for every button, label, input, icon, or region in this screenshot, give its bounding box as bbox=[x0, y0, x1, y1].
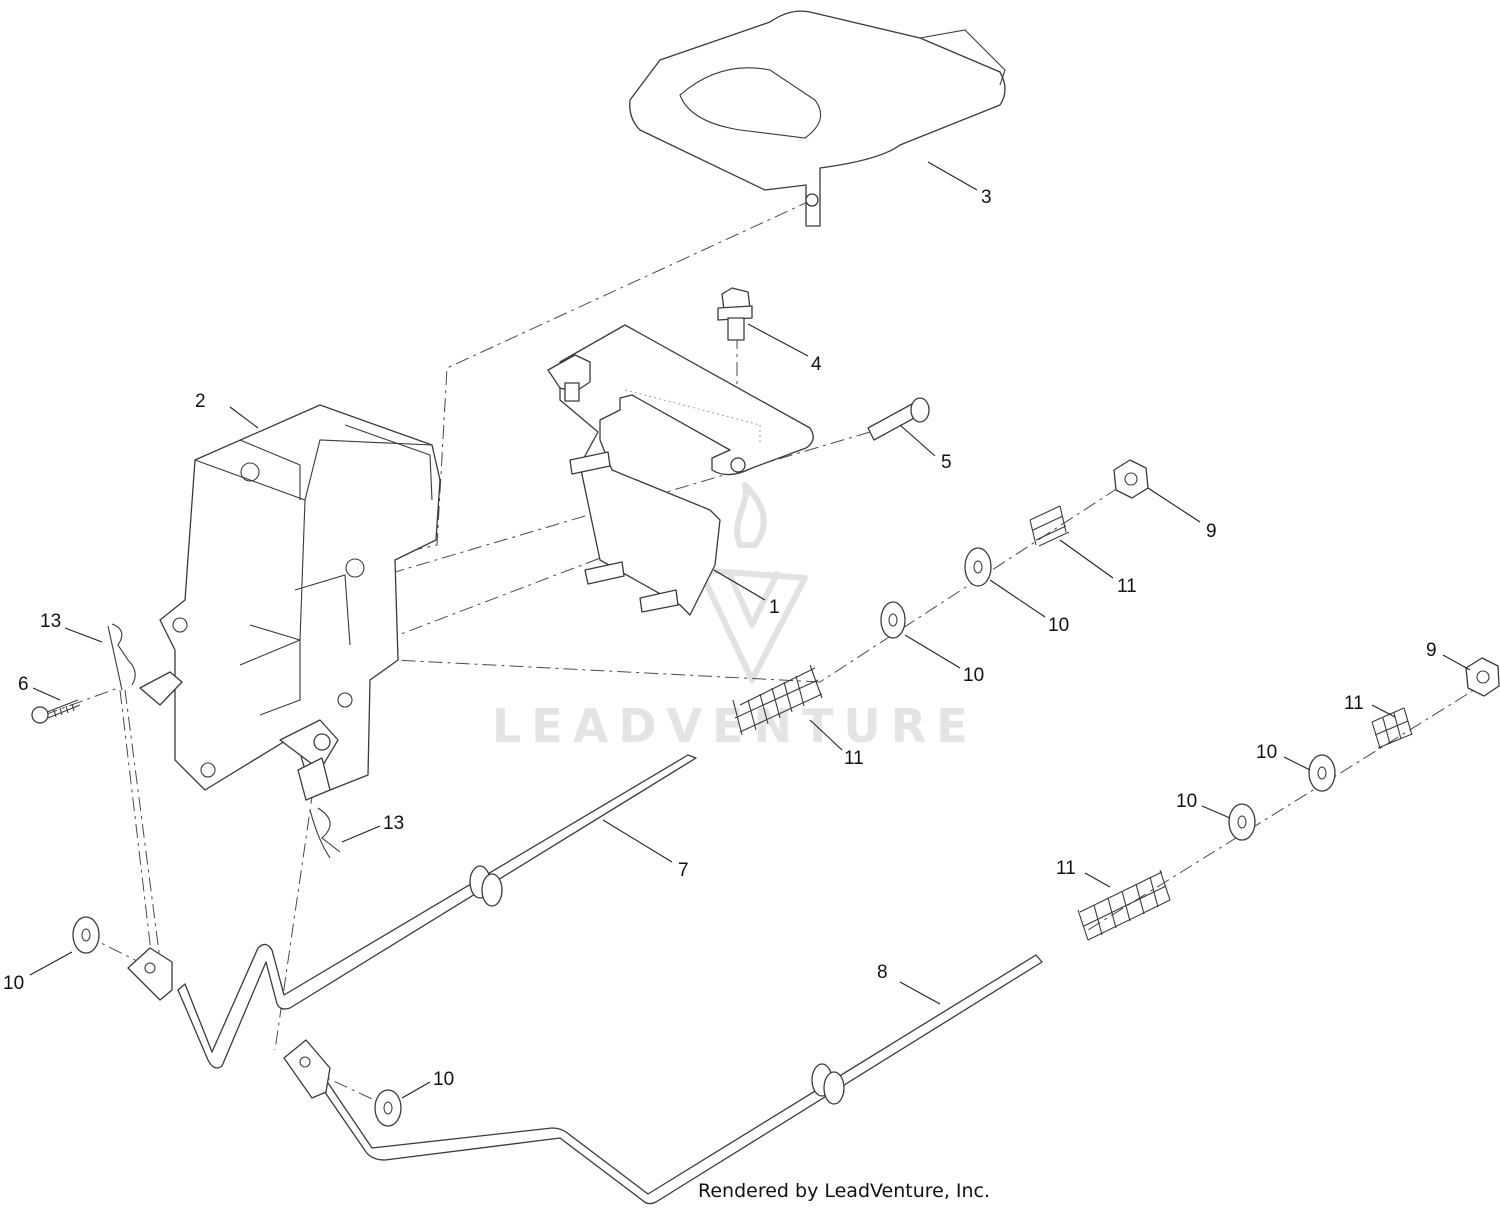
callout-2: 2 bbox=[195, 391, 206, 412]
callout-4: 4 bbox=[811, 354, 822, 375]
spring-d bbox=[1077, 869, 1171, 941]
callout-10-mid: 10 bbox=[963, 665, 984, 686]
part-13-clips bbox=[107, 623, 341, 859]
leadventure-watermark: LEADVENTURE bbox=[492, 482, 978, 753]
part-7-rod bbox=[127, 754, 697, 1069]
callout-3: 3 bbox=[981, 187, 992, 208]
part-5-pin bbox=[867, 397, 930, 441]
spring-a bbox=[1029, 505, 1070, 547]
callout-11-mid: 11 bbox=[844, 748, 864, 769]
callout-1: 1 bbox=[769, 597, 780, 618]
callout-13-lower: 13 bbox=[383, 813, 404, 834]
callout-10-left: 10 bbox=[3, 973, 24, 994]
part-4-bolt bbox=[717, 287, 753, 341]
callout-13-left: 13 bbox=[40, 611, 61, 632]
callout-8: 8 bbox=[877, 962, 888, 983]
callout-5: 5 bbox=[941, 452, 952, 473]
callout-10-right-a: 10 bbox=[1256, 742, 1277, 763]
callout-10-upper: 10 bbox=[1048, 615, 1069, 636]
leader-lines bbox=[29, 161, 1471, 1099]
callout-10-right-b: 10 bbox=[1176, 791, 1197, 812]
part-1-bracket bbox=[547, 324, 814, 616]
callout-6: 6 bbox=[18, 674, 29, 695]
callout-11-right: 11 bbox=[1344, 693, 1364, 714]
part-6-screw bbox=[31, 699, 81, 724]
callout-10-bottom: 10 bbox=[433, 1069, 454, 1090]
callout-11-lower: 11 bbox=[1056, 858, 1076, 879]
spring-c bbox=[1371, 707, 1413, 749]
part-2-actuator bbox=[139, 404, 441, 801]
part-3-cover bbox=[629, 10, 1006, 227]
spring-b bbox=[732, 664, 823, 736]
callout-11-upper: 11 bbox=[1117, 576, 1137, 597]
part-10-washers bbox=[72, 547, 1336, 1127]
part-11-springs bbox=[732, 505, 1413, 941]
part-8-rod bbox=[283, 954, 1043, 1205]
part-9-nuts bbox=[1113, 459, 1500, 697]
callouts: 3 4 5 2 1 9 11 10 10 11 9 11 10 10 11 7 … bbox=[3, 187, 1437, 1090]
watermark-text: LEADVENTURE bbox=[492, 699, 978, 753]
callout-9-upper: 9 bbox=[1206, 521, 1217, 542]
callout-7: 7 bbox=[678, 860, 689, 881]
callout-9-right: 9 bbox=[1426, 640, 1437, 661]
credit-text: Rendered by LeadVenture, Inc. bbox=[698, 1180, 991, 1202]
